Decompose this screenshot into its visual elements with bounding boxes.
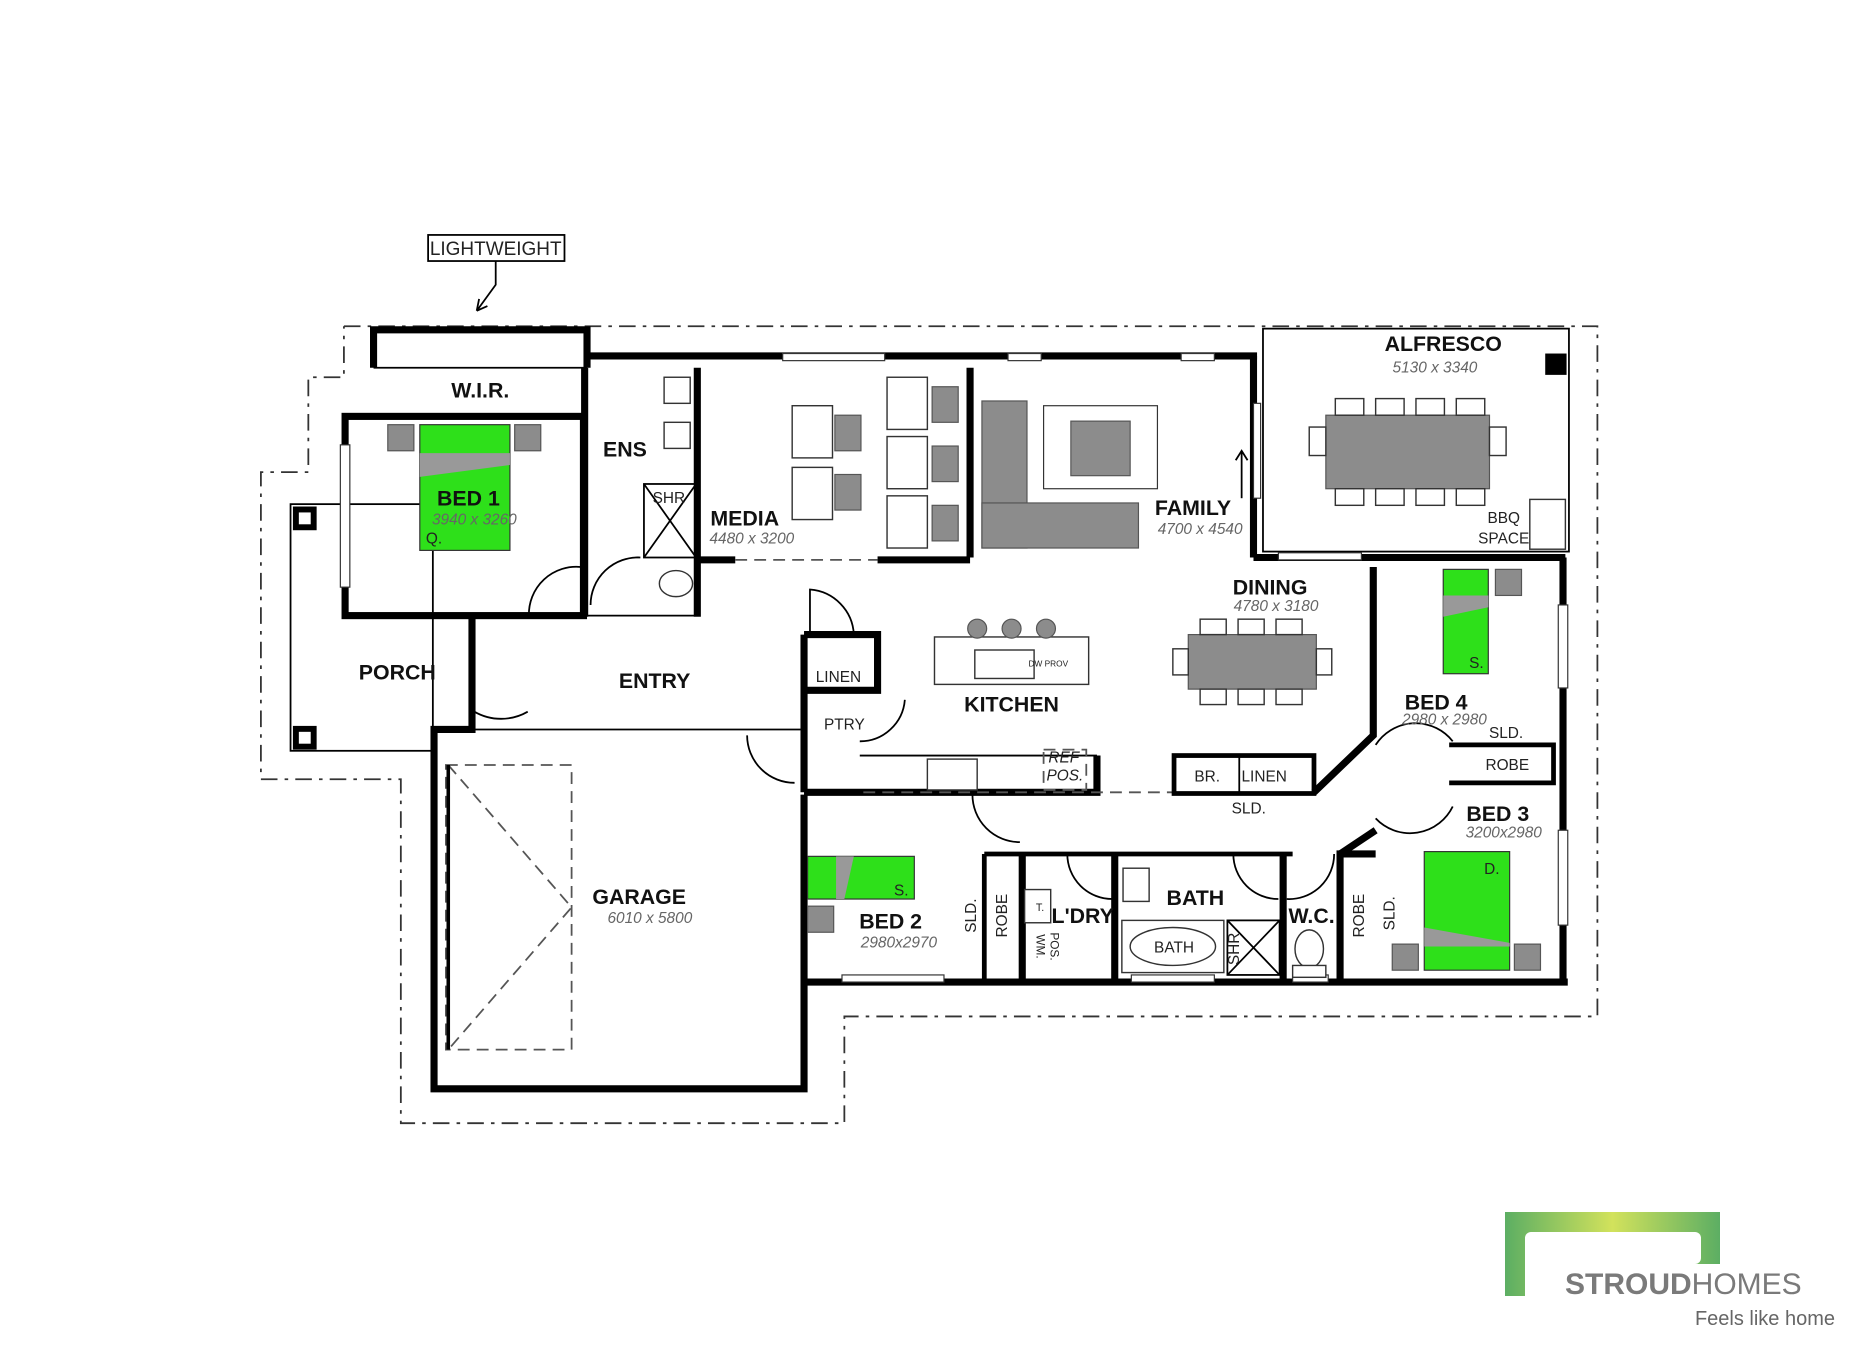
- arrow-icon: [475, 261, 497, 312]
- bed-1-bed: [419, 424, 511, 551]
- pantry-label: PTRY: [824, 716, 865, 733]
- doors: [473, 449, 1454, 900]
- hall-linen-label: LINEN: [1241, 769, 1286, 786]
- bed-2-sld-label: SLD.: [963, 899, 980, 933]
- room-dims-media: 4480 x 3200: [709, 530, 794, 547]
- bed-4-robe-label: ROBE: [1485, 757, 1529, 774]
- room-label-kitchen: KITCHEN: [964, 693, 1059, 717]
- broom-label: BR.: [1194, 769, 1220, 786]
- room-dims-bed-4: 2980 x 2980: [1401, 712, 1487, 729]
- shower-label: SHR: [653, 490, 686, 507]
- logo-tagline: Feels like home: [1694, 1308, 1835, 1330]
- fridge-label-line1: REF: [1048, 750, 1080, 767]
- room-label-alfresco: ALFRESCO: [1385, 332, 1502, 356]
- room-label-bed-2: BED 2: [859, 910, 922, 934]
- bed-3-robe-label: ROBE: [1351, 894, 1368, 938]
- bed-size-label: Q.: [426, 530, 442, 547]
- logo-brand: STROUDHOMES: [1565, 1268, 1802, 1301]
- bed-3-size-label: D.: [1484, 861, 1499, 878]
- bbq-label-line1: BBQ: [1487, 510, 1520, 527]
- bath-shower-label: SHR: [1226, 933, 1243, 966]
- bbq-label-line2: SPACE: [1478, 530, 1529, 547]
- garage-door-outline: [445, 764, 573, 1051]
- bed-2-robe-label: ROBE: [994, 894, 1011, 938]
- wm-label-line2: POS.: [1048, 932, 1062, 960]
- room-label-ens: ENS: [603, 438, 647, 462]
- room-dims-garage: 6010 x 5800: [607, 910, 692, 927]
- room-dims-dining: 4780 x 3180: [1234, 598, 1319, 615]
- dishwasher-label: DW PROV: [1029, 659, 1069, 669]
- linen-label: LINEN: [816, 669, 861, 686]
- room-label-bath: BATH: [1167, 886, 1225, 910]
- walls: [341, 326, 1570, 1093]
- room-dims-bed-1: 3940 x 3260: [432, 511, 517, 528]
- room-label-media: MEDIA: [710, 506, 779, 530]
- windows: [339, 352, 1569, 983]
- room-label-porch: PORCH: [359, 661, 436, 685]
- tub-label: T.: [1036, 902, 1044, 914]
- room-label-entry: ENTRY: [619, 669, 690, 693]
- room-label-wc: W.C.: [1288, 904, 1334, 928]
- room-label-garage: GARAGE: [592, 885, 686, 909]
- room-label-bed-3: BED 3: [1466, 802, 1529, 826]
- lightweight-label: LIGHTWEIGHT: [430, 239, 562, 260]
- room-dims-alfresco: 5130 x 3340: [1393, 360, 1478, 377]
- bed-2-size-label: S.: [894, 882, 909, 899]
- wm-label-line1: WM.: [1033, 934, 1047, 958]
- porch-outline: [289, 503, 434, 752]
- bed-3-sld-label: SLD.: [1382, 896, 1399, 930]
- bed-4-size-label: S.: [1469, 655, 1484, 672]
- stroud-homes-logo: STROUDHOMES Feels like home: [1505, 1212, 1835, 1332]
- bed-4-sld-label: SLD.: [1489, 725, 1523, 742]
- furniture: [387, 376, 1567, 979]
- room-dims-family: 4700 x 4540: [1158, 521, 1243, 538]
- boundary-line: [260, 325, 1599, 1125]
- room-label-bed-4: BED 4: [1405, 690, 1468, 714]
- fridge-label-line2: POS.: [1047, 767, 1084, 784]
- room-label-laundry: L'DRY: [1052, 904, 1114, 928]
- room-label-dining: DINING: [1233, 575, 1308, 599]
- room-label-wir: W.I.R.: [451, 378, 509, 402]
- room-label-family: FAMILY: [1155, 496, 1231, 520]
- hall-sld-label: SLD.: [1232, 801, 1266, 818]
- room-dims-bed-3: 3200x2980: [1466, 824, 1543, 841]
- bathtub-label: BATH: [1154, 939, 1194, 956]
- room-dims-bed-2: 2980x2970: [860, 935, 938, 952]
- room-label-bed-1: BED 1: [437, 486, 500, 510]
